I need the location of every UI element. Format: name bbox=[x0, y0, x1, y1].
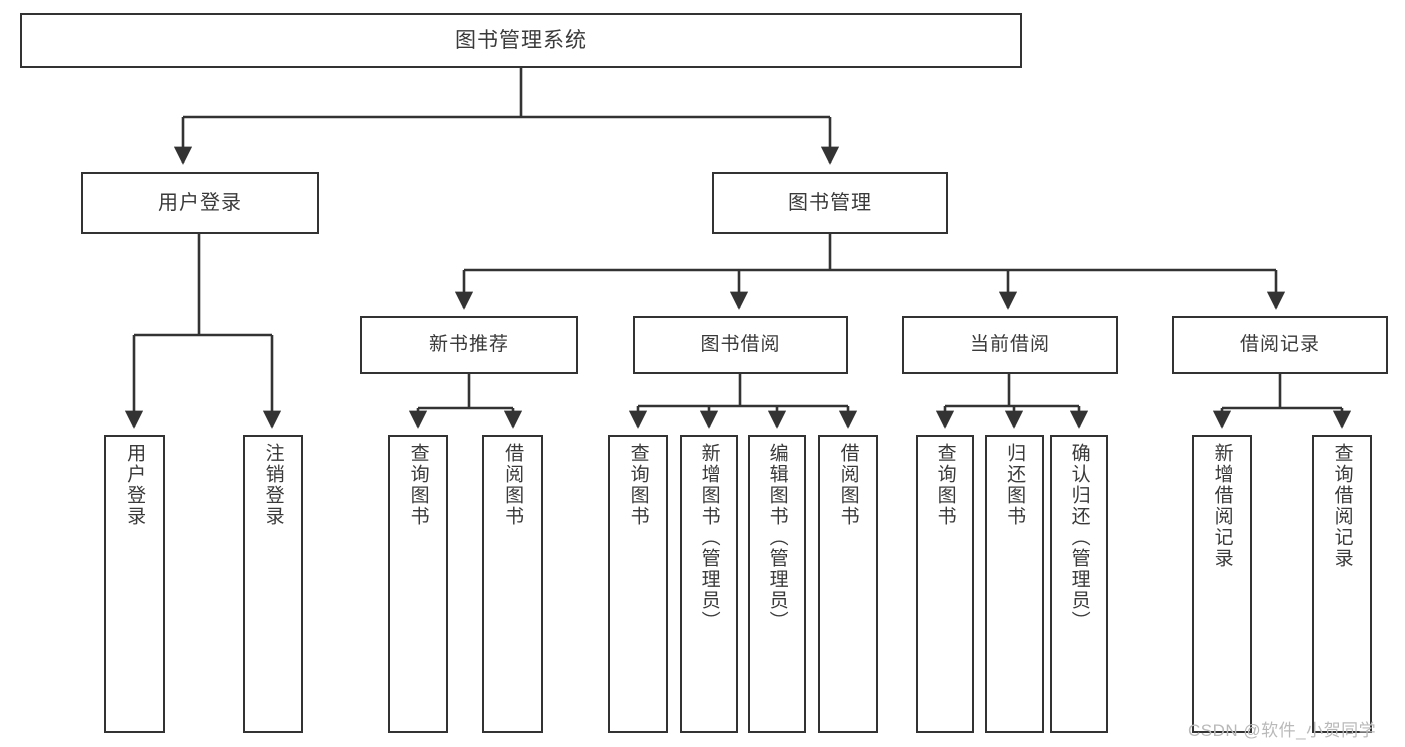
node-root[interactable]: 图书管理系统 bbox=[20, 13, 1022, 68]
node-borrow-record-label: 借阅记录 bbox=[1239, 334, 1320, 356]
node-book-borrow[interactable]: 图书借阅 bbox=[633, 316, 848, 374]
node-leaf-edit-book-label: 编辑图书（管理员） bbox=[766, 443, 788, 632]
node-new-book-rec[interactable]: 新书推荐 bbox=[360, 316, 578, 374]
node-leaf-add-book-label: 新增图书（管理员） bbox=[698, 443, 720, 632]
node-borrow-record[interactable]: 借阅记录 bbox=[1172, 316, 1388, 374]
node-new-book-rec-label: 新书推荐 bbox=[428, 334, 509, 356]
node-leaf-user-logout[interactable]: 注销登录 bbox=[243, 435, 303, 733]
node-root-label: 图书管理系统 bbox=[455, 28, 587, 52]
node-leaf-confirm-return-label: 确认归还（管理员） bbox=[1068, 443, 1090, 632]
node-current-borrow-label: 当前借阅 bbox=[969, 334, 1050, 356]
node-leaf-query-book-rec[interactable]: 查询图书 bbox=[388, 435, 448, 733]
node-leaf-borrow-book-rec[interactable]: 借阅图书 bbox=[482, 435, 543, 733]
node-book-manage-label: 图书管理 bbox=[788, 191, 872, 214]
node-leaf-confirm-return[interactable]: 确认归还（管理员） bbox=[1050, 435, 1108, 733]
node-leaf-query-book-rec-label: 查询图书 bbox=[407, 443, 429, 527]
node-leaf-user-logout-label: 注销登录 bbox=[262, 443, 284, 527]
node-book-manage[interactable]: 图书管理 bbox=[712, 172, 948, 234]
watermark: CSDN @软件_小贺同学 bbox=[1188, 721, 1377, 740]
node-leaf-return-book[interactable]: 归还图书 bbox=[985, 435, 1044, 733]
node-leaf-query-record[interactable]: 查询借阅记录 bbox=[1312, 435, 1372, 733]
node-leaf-add-record-label: 新增借阅记录 bbox=[1211, 443, 1233, 569]
node-book-borrow-label: 图书借阅 bbox=[700, 334, 781, 356]
node-current-borrow[interactable]: 当前借阅 bbox=[902, 316, 1118, 374]
node-leaf-return-book-label: 归还图书 bbox=[1004, 443, 1026, 527]
node-leaf-query-book-cur[interactable]: 查询图书 bbox=[916, 435, 974, 733]
node-leaf-edit-book[interactable]: 编辑图书（管理员） bbox=[748, 435, 806, 733]
node-leaf-query-record-label: 查询借阅记录 bbox=[1331, 443, 1353, 569]
node-leaf-add-record[interactable]: 新增借阅记录 bbox=[1192, 435, 1252, 733]
node-user-login-label: 用户登录 bbox=[158, 191, 242, 214]
node-user-login[interactable]: 用户登录 bbox=[81, 172, 319, 234]
node-leaf-user-login-label: 用户登录 bbox=[124, 443, 146, 527]
node-leaf-query-book-label: 查询图书 bbox=[627, 443, 649, 527]
node-leaf-borrow-book[interactable]: 借阅图书 bbox=[818, 435, 878, 733]
node-leaf-borrow-book-rec-label: 借阅图书 bbox=[502, 443, 524, 527]
node-leaf-query-book[interactable]: 查询图书 bbox=[608, 435, 668, 733]
node-leaf-borrow-book-label: 借阅图书 bbox=[837, 443, 859, 527]
node-leaf-query-book-cur-label: 查询图书 bbox=[934, 443, 956, 527]
node-leaf-add-book[interactable]: 新增图书（管理员） bbox=[680, 435, 738, 733]
node-leaf-user-login[interactable]: 用户登录 bbox=[104, 435, 165, 733]
